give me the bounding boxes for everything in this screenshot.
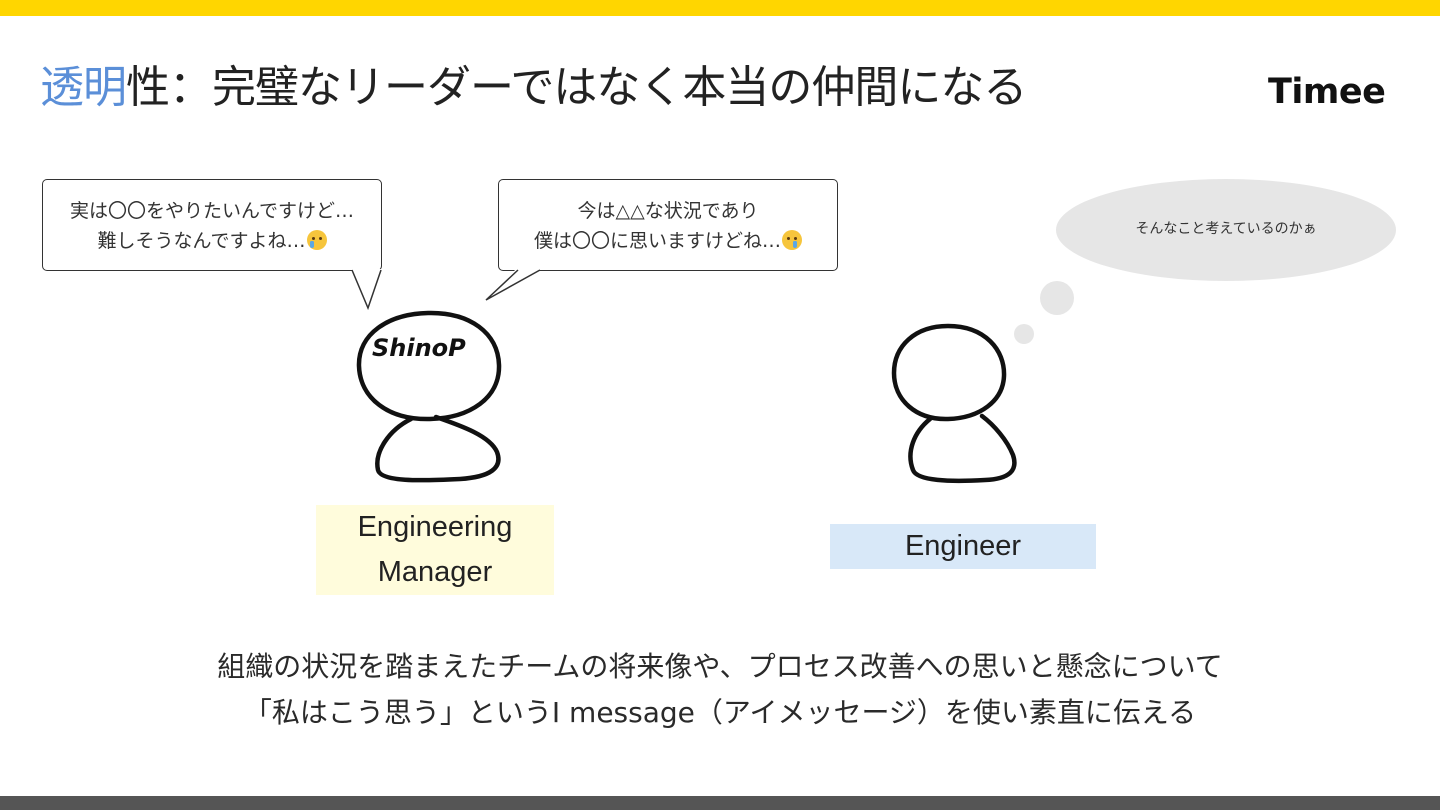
engineering-manager-label-line1: Engineering [357, 511, 513, 543]
speech-right-line1: 今は△△な状況であり [577, 200, 759, 222]
title-main-text: 性：完璧なリーダーではなく本当の仲間になる [126, 62, 1027, 113]
manager-head-label: ShinoP [372, 334, 466, 362]
engineer-body [908, 413, 1017, 484]
title-accent-text: 透明 [40, 62, 127, 113]
timee-logo: Timee [1268, 72, 1386, 112]
engineer-figure [891, 323, 1017, 484]
bottom-bar [0, 796, 1440, 810]
engineer-head [891, 323, 1007, 422]
thought-dot-large [1040, 281, 1074, 315]
page-title: 透明性：完璧なリーダーではなく本当の仲間になる [40, 60, 1027, 116]
caption: 組織の状況を踏まえたチームの将来像や、プロセス改善への思いと懸念について 「私は… [0, 644, 1440, 736]
speech-bubble-left: 実は〇〇をやりたいんですけど… 難しそうなんですよね… [42, 179, 382, 271]
caption-line1: 組織の状況を踏まえたチームの将来像や、プロセス改善への思いと懸念について [217, 650, 1223, 683]
thought-bubble [1056, 179, 1396, 281]
speech-left-line1: 実は〇〇をやりたいんですけど… [69, 200, 355, 222]
top-accent-bar [0, 0, 1440, 16]
loudly-crying-face-icon [306, 230, 327, 250]
speech-tail-right-outline [485, 269, 541, 301]
crying-face-icon [782, 230, 802, 250]
thought-text: そんなこと考えているのかぁ [1135, 221, 1317, 237]
manager-figure [356, 310, 502, 483]
speech-right-line2: 僕は〇〇に思いますけどね… [533, 230, 781, 252]
caption-line2: 「私はこう思う」というI message（アイメッセージ）を使い素直に伝える [243, 696, 1197, 729]
manager-body [375, 414, 501, 483]
speech-tail-left [352, 269, 381, 308]
engineering-manager-label: Engineering Manager [316, 505, 554, 595]
speech-left-line2: 難しそうなんですよね… [97, 230, 306, 252]
engineer-label: Engineer [830, 524, 1096, 569]
manager-head [356, 310, 502, 422]
speech-bubble-right: 今は△△な状況であり 僕は〇〇に思いますけどね… [498, 179, 838, 271]
speech-tail-left-outline [351, 269, 382, 311]
engineering-manager-label-line2: Manager [377, 556, 493, 588]
thought-dot-small [1014, 324, 1034, 344]
